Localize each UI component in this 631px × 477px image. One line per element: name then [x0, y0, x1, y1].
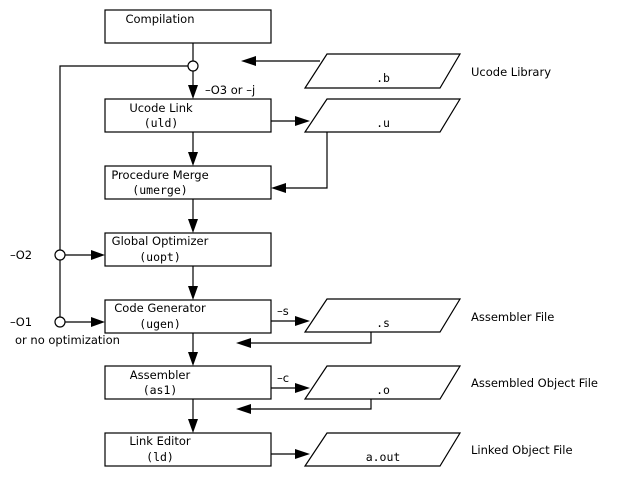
file-u: .u	[303, 98, 462, 133]
bypass-line	[59, 65, 188, 250]
option-s-flag: –s	[277, 304, 289, 318]
arrow-into-global-optimizer	[188, 219, 198, 233]
option-o1-note: or no optimization	[15, 333, 120, 347]
arrow-into-o-file	[295, 383, 310, 393]
arrow-into-codegen-o1	[91, 317, 105, 327]
arrow-from-library-b	[241, 56, 256, 66]
s-return-connector	[250, 332, 372, 344]
option-c-flag: –c	[277, 371, 289, 385]
arrow-into-u-file	[295, 116, 310, 126]
u-to-umerge-connector	[285, 132, 328, 189]
stage-global-optimizer-title: Global Optimizer	[112, 234, 209, 248]
file-aout: a.out	[303, 432, 462, 467]
arrow-return-from-o	[236, 404, 251, 414]
stage-compilation: Compilation	[104, 9, 272, 44]
arrow-into-ucode-link	[188, 85, 198, 99]
stage-code-generator-title: Code Generator	[114, 301, 206, 315]
file-aout-description: Linked Object File	[471, 443, 573, 457]
stage-compilation-title: Compilation	[125, 12, 194, 26]
arrow-into-link-editor	[188, 419, 198, 433]
file-s-ext: .s	[376, 316, 390, 330]
file-b-description: Ucode Library	[471, 65, 551, 79]
stage-ucode-link-title: Ucode Link	[129, 101, 193, 115]
option-o1-label: –O1	[10, 315, 32, 329]
stage-link-editor: Link Editor (ld)	[104, 432, 272, 467]
junction-node-o2	[54, 249, 66, 261]
stage-procedure-merge-title: Procedure Merge	[111, 168, 208, 182]
file-u-ext: .u	[376, 116, 390, 130]
o-return-connector	[250, 399, 372, 410]
file-s-description: Assembler File	[471, 310, 554, 324]
stage-ucode-link-tool: (uld)	[144, 116, 179, 130]
stage-procedure-merge: Procedure Merge (umerge)	[104, 165, 272, 200]
stage-ucode-link: Ucode Link (uld)	[104, 98, 272, 133]
stage-assembler-title: Assembler	[130, 368, 191, 382]
stage-code-generator-tool: (ugen)	[139, 317, 181, 331]
junction-node-o1	[54, 316, 66, 328]
option-o3-label: –O3 or –j	[205, 83, 255, 97]
file-b: .b	[303, 53, 462, 89]
arrow-into-code-generator	[188, 286, 198, 300]
arrow-into-procedure-merge	[188, 152, 198, 166]
file-b-ext: .b	[376, 71, 390, 85]
arrow-into-assembler	[188, 352, 198, 366]
file-o-description: Assembled Object File	[471, 376, 598, 390]
arrow-into-aout-file	[295, 449, 310, 459]
arrow-into-umerge	[271, 183, 286, 193]
file-o-ext: .o	[376, 383, 390, 397]
stage-assembler: Assembler (as1)	[104, 365, 272, 400]
stage-link-editor-title: Link Editor	[129, 434, 191, 448]
stage-link-editor-tool: (ld)	[146, 450, 174, 464]
file-o: .o	[303, 365, 462, 400]
stage-global-optimizer: Global Optimizer (uopt)	[104, 232, 272, 267]
file-s: .s	[303, 298, 462, 333]
stage-code-generator: Code Generator (ugen)	[104, 299, 272, 334]
arrow-into-optimizer-o2	[91, 250, 105, 260]
junction-node-top	[187, 60, 199, 72]
file-aout-ext: a.out	[366, 450, 401, 464]
arrow-return-from-s	[236, 338, 251, 348]
stage-procedure-merge-tool: (umerge)	[132, 183, 187, 197]
stage-assembler-tool: (as1)	[143, 383, 178, 397]
stage-global-optimizer-tool: (uopt)	[139, 250, 181, 264]
arrow-into-s-file	[295, 316, 310, 326]
option-o2-label: –O2	[10, 248, 32, 262]
